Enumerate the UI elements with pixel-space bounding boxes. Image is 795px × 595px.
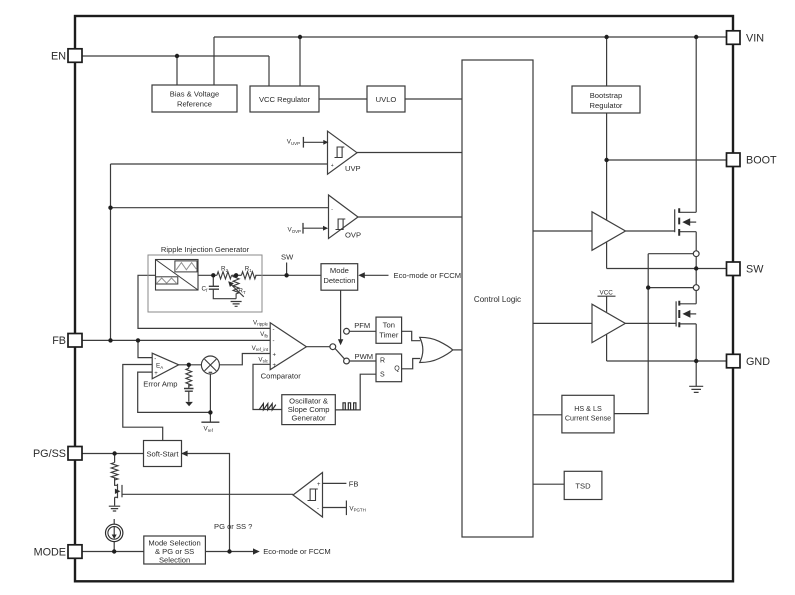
svg-text:UVP: UVP [345,164,361,173]
svg-text:VCC Regulator: VCC Regulator [259,95,311,104]
svg-text:VIN: VIN [746,33,764,45]
svg-text:VPGTH: VPGTH [349,505,365,512]
svg-text:Reference: Reference [177,99,212,108]
svg-text:PG/SS: PG/SS [33,448,66,460]
svg-text:Current Sense: Current Sense [565,414,611,423]
svg-text:Soft-Start: Soft-Start [146,449,179,458]
svg-text:Ripple Injection Generator: Ripple Injection Generator [161,245,250,254]
svg-text:Q: Q [394,365,400,372]
svg-text:Vfb: Vfb [260,331,268,338]
svg-text:SW: SW [281,253,294,262]
svg-text:-: - [331,207,333,213]
svg-text:Ton: Ton [383,321,395,330]
svg-text:Control Logic: Control Logic [474,295,521,304]
svg-text:Slope Comp: Slope Comp [288,405,330,414]
svg-text:Vripple: Vripple [253,319,268,326]
svg-text:Cf: Cf [202,286,209,293]
svg-text:-: - [273,327,275,333]
svg-text:OVP: OVP [345,231,361,240]
svg-text:Generator: Generator [291,414,326,423]
svg-text:+: + [331,163,334,169]
svg-text:VCC: VCC [600,290,614,297]
svg-text:MODE: MODE [34,546,66,558]
svg-text:R: R [380,357,385,364]
svg-text:FB: FB [52,335,66,347]
svg-text:Mode Selection: Mode Selection [148,538,200,547]
svg-text:+: + [317,482,321,488]
svg-text:& PG or SS: & PG or SS [155,547,194,556]
svg-text:Detection: Detection [323,276,355,285]
svg-text:Bootstrap: Bootstrap [590,91,623,100]
svg-text:-: - [154,356,156,362]
svg-text:Selection: Selection [159,555,190,564]
svg-text:EA: EA [156,363,163,370]
svg-text:GND: GND [746,356,770,368]
svg-text:Vref_int: Vref_int [252,345,269,352]
svg-text:HS & LS: HS & LS [574,404,602,413]
svg-text:Eco-mode or FCCM: Eco-mode or FCCM [263,547,331,556]
svg-text:-: - [273,339,275,345]
svg-text:+: + [154,371,158,377]
svg-text:Eco-mode or FCCM: Eco-mode or FCCM [394,271,462,280]
svg-text:UVLO: UVLO [376,95,397,104]
svg-text:S: S [380,372,385,379]
svg-text:R1: R1 [245,266,253,273]
svg-text:Vref: Vref [204,426,214,433]
svg-text:Error Amp: Error Amp [143,379,177,388]
svg-text:PG or SS ?: PG or SS ? [214,522,252,531]
svg-text:Comparator: Comparator [261,372,302,381]
svg-text:Regulator: Regulator [590,101,623,110]
svg-text:VOVP: VOVP [288,227,302,234]
svg-text:PWM: PWM [355,352,374,361]
svg-text:SW: SW [746,264,764,276]
svg-text:+: + [273,363,277,369]
svg-text:PFM: PFM [354,321,370,330]
svg-text:TSD: TSD [575,481,591,490]
svg-text:Vslc: Vslc [258,356,268,363]
svg-text:Timer: Timer [379,331,399,340]
svg-text:BOOT: BOOT [746,155,777,167]
svg-text:FB: FB [349,480,359,489]
svg-text:Bias & Voltage: Bias & Voltage [170,89,219,98]
svg-text:RT: RT [238,288,246,295]
svg-text:Oscillator &: Oscillator & [289,397,328,406]
svg-text:R2: R2 [221,266,229,273]
svg-text:+: + [273,352,277,358]
svg-text:-: - [317,506,319,512]
svg-text:EN: EN [51,51,66,63]
svg-text:Mode: Mode [330,266,349,275]
svg-text:VUVP: VUVP [287,139,300,146]
